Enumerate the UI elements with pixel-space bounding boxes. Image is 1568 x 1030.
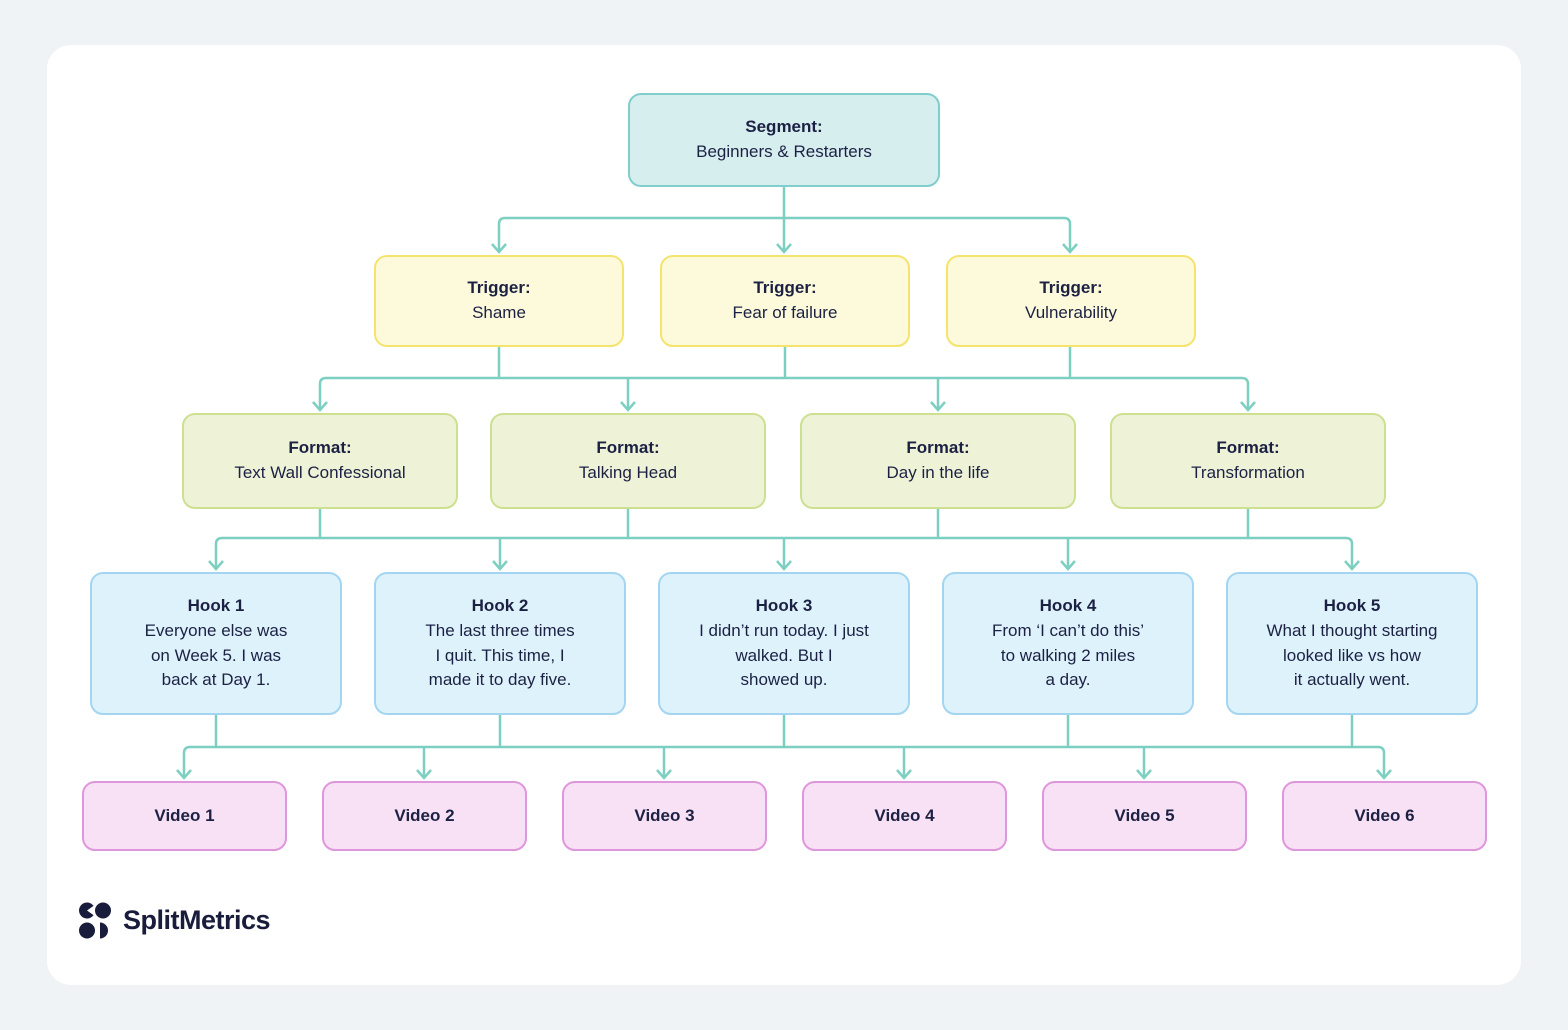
trigger-title: Trigger: bbox=[753, 278, 817, 298]
hook-body: What I thought starting looked like vs h… bbox=[1266, 620, 1438, 690]
video-node-5: Video 5 bbox=[1042, 781, 1247, 851]
hook-title: Hook 2 bbox=[471, 596, 529, 616]
splitmetrics-logo: SplitMetrics bbox=[79, 900, 271, 940]
video-node-3: Video 3 bbox=[562, 781, 767, 851]
splitmetrics-logo-icon bbox=[79, 902, 111, 938]
format-title: Format: bbox=[906, 438, 970, 458]
hook-node-3: Hook 3 I didn’t run today. I just walked… bbox=[658, 572, 910, 715]
format-title: Format: bbox=[288, 438, 352, 458]
video-label: Video 2 bbox=[394, 805, 455, 825]
hook-title: Hook 4 bbox=[1039, 596, 1097, 616]
format-subtitle: Transformation bbox=[1191, 463, 1305, 482]
segment-title: Segment: bbox=[745, 117, 823, 137]
format-title: Format: bbox=[596, 438, 660, 458]
video-label: Video 4 bbox=[874, 805, 935, 825]
trigger-node-fear-of-failure: Trigger: Fear of failure bbox=[660, 255, 910, 347]
video-node-6: Video 6 bbox=[1282, 781, 1487, 851]
hook-title: Hook 1 bbox=[187, 596, 245, 616]
segment-subtitle: Beginners & Restarters bbox=[696, 142, 872, 161]
hook-node-1: Hook 1 Everyone else was on Week 5. I wa… bbox=[90, 572, 342, 715]
trigger-title: Trigger: bbox=[1039, 278, 1103, 298]
video-label: Video 3 bbox=[634, 805, 695, 825]
hook-body: The last three times I quit. This time, … bbox=[425, 620, 575, 690]
hook-node-2: Hook 2 The last three times I quit. This… bbox=[374, 572, 626, 715]
hook-body: Everyone else was on Week 5. I was back … bbox=[144, 620, 288, 690]
format-node-text-wall-confessional: Format: Text Wall Confessional bbox=[182, 413, 458, 509]
trigger-subtitle: Vulnerability bbox=[1025, 303, 1117, 322]
hook-body: I didn’t run today. I just walked. But I… bbox=[699, 620, 869, 690]
hook-node-4: Hook 4 From ‘I can’t do this’ to walking… bbox=[942, 572, 1194, 715]
trigger-node-vulnerability: Trigger: Vulnerability bbox=[946, 255, 1196, 347]
hook-title: Hook 5 bbox=[1323, 596, 1381, 616]
format-node-transformation: Format: Transformation bbox=[1110, 413, 1386, 509]
trigger-subtitle: Fear of failure bbox=[732, 303, 838, 322]
video-node-2: Video 2 bbox=[322, 781, 527, 851]
hook-node-5: Hook 5 What I thought starting looked li… bbox=[1226, 572, 1478, 715]
format-title: Format: bbox=[1216, 438, 1280, 458]
hook-body: From ‘I can’t do this’ to walking 2 mile… bbox=[991, 620, 1145, 690]
trigger-subtitle: Shame bbox=[472, 303, 526, 322]
format-subtitle: Talking Head bbox=[578, 463, 678, 482]
trigger-node-shame: Trigger: Shame bbox=[374, 255, 624, 347]
hook-title: Hook 3 bbox=[755, 596, 813, 616]
trigger-title: Trigger: bbox=[467, 278, 531, 298]
video-node-1: Video 1 bbox=[82, 781, 287, 851]
video-node-4: Video 4 bbox=[802, 781, 1007, 851]
format-subtitle: Day in the life bbox=[886, 463, 990, 482]
video-label: Video 5 bbox=[1114, 805, 1175, 825]
format-node-talking-head: Format: Talking Head bbox=[490, 413, 766, 509]
splitmetrics-logo-text: SplitMetrics bbox=[123, 904, 271, 935]
format-subtitle: Text Wall Confessional bbox=[234, 463, 406, 482]
segment-node: Segment: Beginners & Restarters bbox=[628, 93, 940, 187]
video-label: Video 6 bbox=[1354, 805, 1415, 825]
format-node-day-in-the-life: Format: Day in the life bbox=[800, 413, 1076, 509]
video-label: Video 1 bbox=[154, 805, 215, 825]
